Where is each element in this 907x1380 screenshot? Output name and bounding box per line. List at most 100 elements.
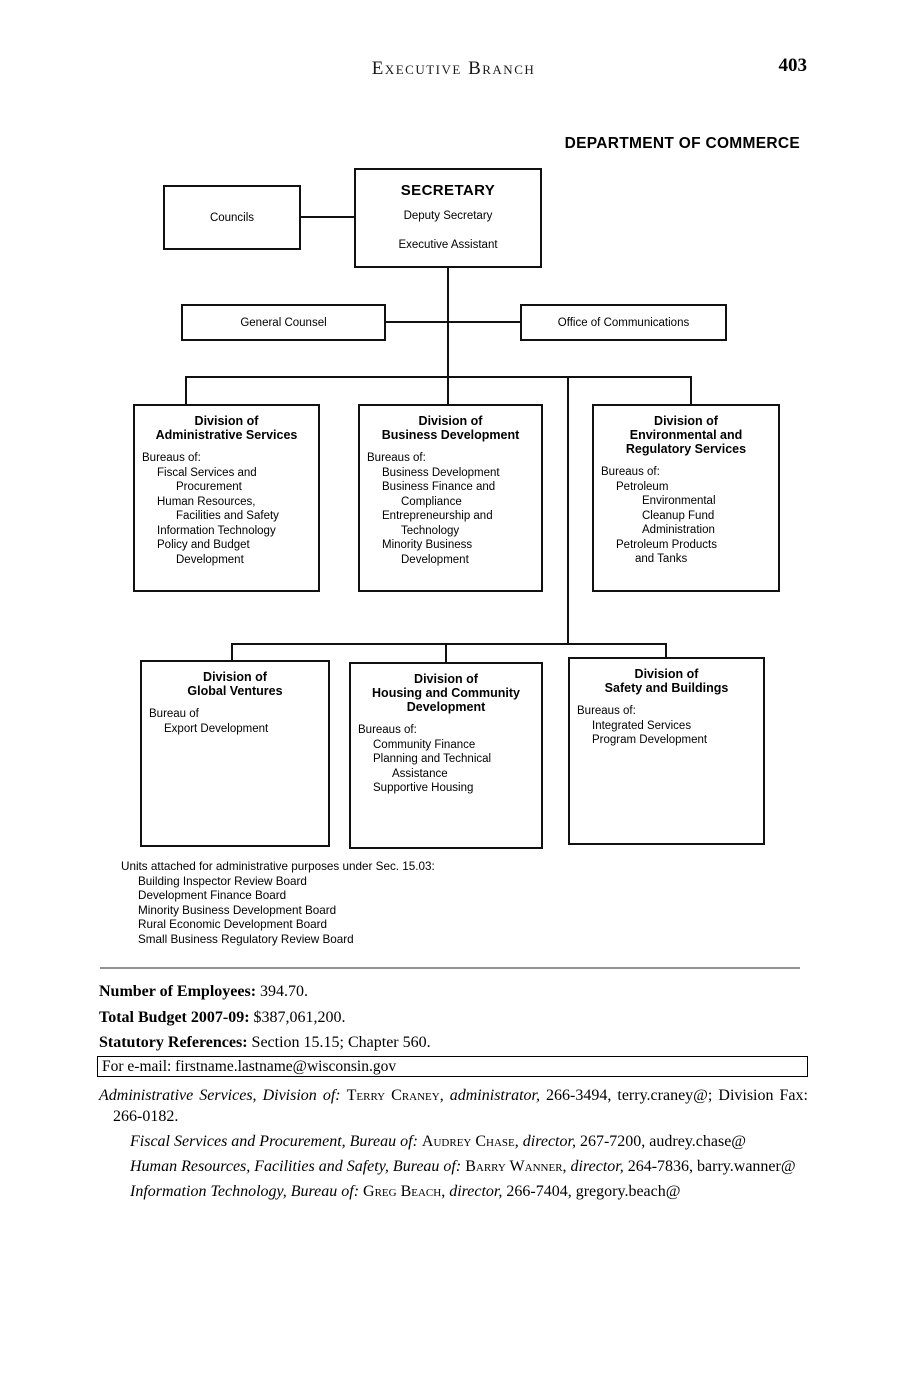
unit-name: Administrative Services, Division of: — [99, 1087, 347, 1104]
fact-label: Total Budget 2007-09: — [99, 1008, 250, 1026]
fact-statutory-references: Statutory References: Section 15.15; Cha… — [99, 1030, 809, 1056]
fact-employees: Number of Employees: 394.70. — [99, 979, 809, 1005]
division-title: Division of Housing and Community Develo… — [372, 672, 520, 714]
connector-secretary-stem — [447, 268, 449, 404]
bureau-item: Program Development — [592, 734, 708, 746]
connector-drop-global-ventures — [231, 643, 233, 660]
org-box-division-housing-community: Division of Housing and Community Develo… — [349, 662, 543, 849]
org-box-office-of-communications: Office of Communications — [520, 304, 727, 341]
bureau-item: Entrepreneurship and Technology — [382, 510, 493, 537]
fact-label: Statutory References: — [99, 1034, 248, 1051]
connector-councils-secretary — [301, 216, 354, 218]
page-number: 403 — [778, 55, 808, 76]
bureaus-label: Bureaus of: — [577, 705, 636, 717]
bureau-item: Human Resources, Facilities and Safety — [157, 495, 279, 523]
staff-entry-information-technology: Information Technology, Bureau of: Greg … — [130, 1181, 808, 1202]
bureau-list: Petroleum Environmental Cleanup Fund Adm… — [594, 480, 778, 567]
bureau-item: Export Development — [164, 722, 269, 735]
bureau-item: Minority Business Development — [382, 539, 473, 566]
bureau-item: Community Finance — [373, 738, 476, 751]
attached-unit-item: Minority Business Development Board — [138, 903, 337, 917]
attached-unit-item: Development Finance Board — [138, 889, 287, 903]
division-title: Division of Business Development — [381, 414, 520, 442]
org-box-division-safety-buildings: Division of Safety and Buildings Bureaus… — [568, 657, 765, 845]
bureau-list: Export Development — [142, 722, 328, 737]
contact-info: 266-3494, terry.craney@; Division Fax: 2… — [113, 1087, 808, 1125]
bureau-list: Integrated Services Program Development — [570, 719, 763, 748]
connector-row2-bar — [231, 643, 667, 645]
fact-value: $387,061,200. — [253, 1008, 346, 1026]
org-box-division-administrative-services: Division of Administrative Services Bure… — [133, 404, 320, 592]
attached-unit-item: Rural Economic Development Board — [138, 918, 328, 932]
fact-budget: Total Budget 2007-09: $387,061,200. — [99, 1005, 809, 1031]
email-note-text: For e-mail: firstname.lastname@wisconsin… — [102, 1058, 397, 1075]
agency-facts: Number of Employees: 394.70. Total Budge… — [99, 979, 809, 1056]
attached-units: Units attached for administrative purpos… — [121, 860, 435, 948]
connector-drop-safety — [665, 643, 667, 657]
bureau-item: Information Technology — [157, 524, 276, 537]
separator: , — [514, 1133, 523, 1150]
person-name: Terry Craney — [346, 1087, 440, 1104]
bureau-item: Petroleum Environmental Cleanup Fund Adm… — [616, 480, 716, 537]
bureau-item: Fiscal Services and Procurement — [157, 466, 257, 494]
staff-entry-administrative-services: Administrative Services, Division of: Te… — [99, 1085, 808, 1127]
office-of-communications-label: Office of Communications — [557, 316, 690, 329]
fact-value: 394.70. — [260, 983, 309, 1000]
division-title: Division of Environmental and Regulatory… — [625, 414, 747, 456]
executive-assistant-label: Executive Assistant — [398, 239, 498, 251]
separator: , — [441, 1183, 450, 1200]
attached-units-heading: Units attached for administrative purpos… — [121, 860, 435, 873]
person-name: Barry Wanner — [465, 1158, 563, 1175]
fact-label: Number of Employees: — [99, 983, 257, 1000]
connector-row1-row2-stem — [567, 376, 569, 644]
attached-unit-item: Building Inspector Review Board — [138, 874, 307, 888]
fact-value: Section 15.15; Chapter 560. — [251, 1034, 431, 1051]
division-title: Division of Safety and Buildings — [604, 667, 729, 695]
person-title: administrator, — [449, 1087, 540, 1104]
bureaus-label: Bureaus of: — [358, 724, 417, 736]
contact-info: 267-7200, audrey.chase@ — [575, 1133, 747, 1150]
bureaus-label: Bureaus of: — [367, 452, 426, 464]
contact-info: 264-7836, barry.wanner@ — [623, 1158, 796, 1175]
contact-info: 266-7404, gregory.beach@ — [502, 1183, 681, 1200]
division-title: Division of Global Ventures — [187, 670, 283, 698]
bureaus-label: Bureaus of: — [142, 452, 201, 464]
separator: , — [439, 1087, 450, 1104]
unit-name: Information Technology, Bureau of: — [130, 1183, 364, 1200]
bureau-list: Community Finance Planning and Technical… — [351, 738, 541, 796]
org-box-councils: Councils — [163, 185, 301, 250]
org-box-general-counsel: General Counsel — [181, 304, 386, 341]
staff-directory: Administrative Services, Division of: Te… — [99, 1085, 808, 1206]
running-head: Executive Branch — [371, 58, 536, 79]
bureau-item: Integrated Services — [592, 719, 692, 732]
org-box-division-business-development: Division of Business Development Bureaus… — [358, 404, 543, 592]
connector-drop-admin — [185, 376, 187, 404]
person-title: director, — [449, 1183, 503, 1200]
connector-row1-bar — [185, 376, 692, 378]
section-divider — [100, 967, 800, 969]
connector-drop-housing — [445, 643, 447, 662]
bureau-item: Business Finance and Compliance — [382, 481, 496, 508]
councils-label: Councils — [209, 211, 255, 224]
person-title: director, — [570, 1158, 624, 1175]
org-box-division-environmental-regulatory: Division of Environmental and Regulatory… — [592, 404, 780, 592]
bureau-item: Planning and Technical Assistance — [373, 753, 492, 780]
separator: , — [562, 1158, 571, 1175]
person-title: director, — [522, 1133, 576, 1150]
email-note-box: For e-mail: firstname.lastname@wisconsin… — [97, 1056, 808, 1077]
bureau-item: Business Development — [382, 466, 500, 479]
department-title: DEPARTMENT OF COMMERCE — [564, 135, 800, 152]
connector-drop-environmental — [690, 376, 692, 404]
bureau-item: Policy and Budget Development — [157, 539, 250, 566]
unit-name: Fiscal Services and Procurement, Bureau … — [130, 1133, 422, 1150]
division-title: Division of Administrative Services — [155, 414, 298, 442]
org-box-division-global-ventures: Division of Global Ventures Bureau of Ex… — [140, 660, 330, 847]
person-name: Greg Beach — [363, 1183, 442, 1200]
connector-counsel-communications — [386, 321, 520, 323]
bureaus-label: Bureaus of: — [601, 466, 660, 478]
bureau-list: Fiscal Services and Procurement Human Re… — [135, 466, 318, 568]
secretary-title: SECRETARY — [400, 182, 496, 199]
bureaus-label: Bureau of — [149, 708, 199, 720]
bureau-item: Petroleum Products and Tanks — [616, 538, 717, 566]
